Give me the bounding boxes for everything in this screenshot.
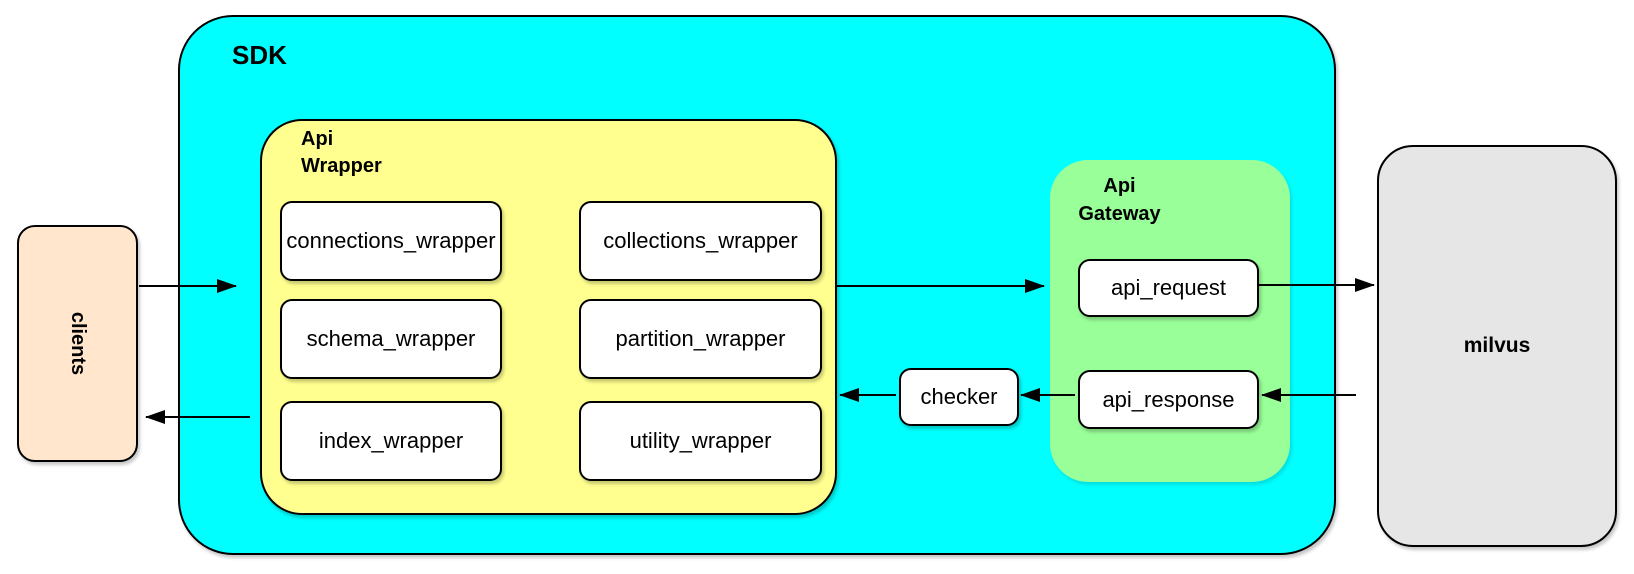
node-api-request: api_request	[1078, 259, 1259, 317]
sdk-container: SDK Api Wrapper connections_wrapper coll…	[178, 15, 1336, 555]
node-api-request-label: api_request	[1111, 275, 1226, 300]
node-milvus-label: milvus	[1463, 334, 1531, 357]
node-connections-wrapper-label: connections_wrapper	[286, 228, 496, 253]
node-utility-wrapper-label: utility_wrapper	[629, 428, 772, 453]
api-wrapper-title: Api Wrapper	[301, 126, 382, 180]
node-milvus: milvus	[1377, 145, 1617, 547]
api-gateway-container: Api Gateway api_request api_response	[1050, 160, 1290, 482]
node-partition-wrapper: partition_wrapper	[579, 299, 822, 379]
node-clients-label: clients	[66, 311, 89, 376]
node-checker-label: checker	[920, 384, 998, 409]
sdk-title: SDK	[232, 40, 287, 70]
node-api-response: api_response	[1078, 370, 1259, 429]
api-gateway-title-line2: Gateway	[1078, 203, 1161, 225]
node-checker: checker	[899, 368, 1019, 426]
node-connections-wrapper: connections_wrapper	[280, 201, 502, 281]
api-gateway-title-line1: Api	[1103, 175, 1136, 197]
node-partition-wrapper-label: partition_wrapper	[615, 326, 786, 351]
node-api-response-label: api_response	[1102, 386, 1235, 412]
node-index-wrapper: index_wrapper	[280, 401, 502, 481]
node-schema-wrapper-label: schema_wrapper	[306, 326, 476, 351]
node-utility-wrapper: utility_wrapper	[579, 401, 822, 481]
node-schema-wrapper: schema_wrapper	[280, 299, 502, 379]
node-collections-wrapper-label: collections_wrapper	[603, 228, 798, 253]
api-wrapper-title-line2: Wrapper	[301, 155, 382, 177]
api-wrapper-container: Api Wrapper connections_wrapper collecti…	[260, 119, 837, 515]
api-wrapper-title-line1: Api	[301, 128, 334, 150]
node-index-wrapper-label: index_wrapper	[318, 428, 464, 453]
node-collections-wrapper: collections_wrapper	[579, 201, 822, 281]
api-gateway-title: Api Gateway	[1062, 172, 1177, 228]
node-clients: clients	[17, 225, 138, 462]
